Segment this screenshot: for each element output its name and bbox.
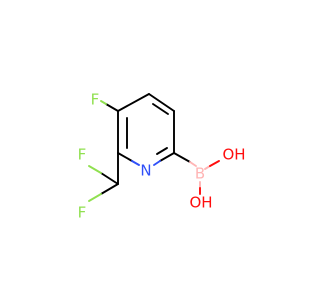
bond-c6-n-inner [156, 147, 168, 155]
atom-b: B [195, 165, 205, 183]
atom-oh-upper: OH [222, 146, 245, 164]
bond-cf2-f-upper [100, 172, 119, 185]
bond-c3-f-colored [100, 100, 107, 105]
bond-c4-c5 [148, 93, 175, 112]
bond-c3-c4 [117, 93, 150, 112]
bond-cf2-f-lower-colored [88, 193, 102, 202]
bond-c3-f [105, 103, 119, 112]
structure-diagram: F F F N B OH OH [78, 91, 246, 222]
bond-b-o-upper-right [209, 160, 220, 167]
bond-cf2-f-upper-colored [88, 165, 102, 174]
atom-f-upper: F [78, 146, 87, 164]
bond-c2-n-colored [131, 160, 140, 166]
bond-c6-b [173, 152, 191, 163]
bond-c2-n [117, 152, 133, 162]
bond-c6-n-colored [153, 160, 161, 166]
atom-n-ring: N [140, 162, 151, 180]
bond-b-o-upper-left [204, 165, 211, 170]
bond-c6-b-colored [189, 161, 197, 167]
atom-f-ring: F [91, 91, 100, 109]
atom-f-lower: F [78, 204, 87, 222]
atom-oh-lower: OH [189, 194, 212, 212]
molecule-canvas: F F F N B OH OH [78, 91, 246, 222]
bond-c6-n [159, 152, 175, 162]
bond-c4-c5-inner [152, 103, 169, 115]
bond-cf2-f-lower [100, 183, 119, 195]
